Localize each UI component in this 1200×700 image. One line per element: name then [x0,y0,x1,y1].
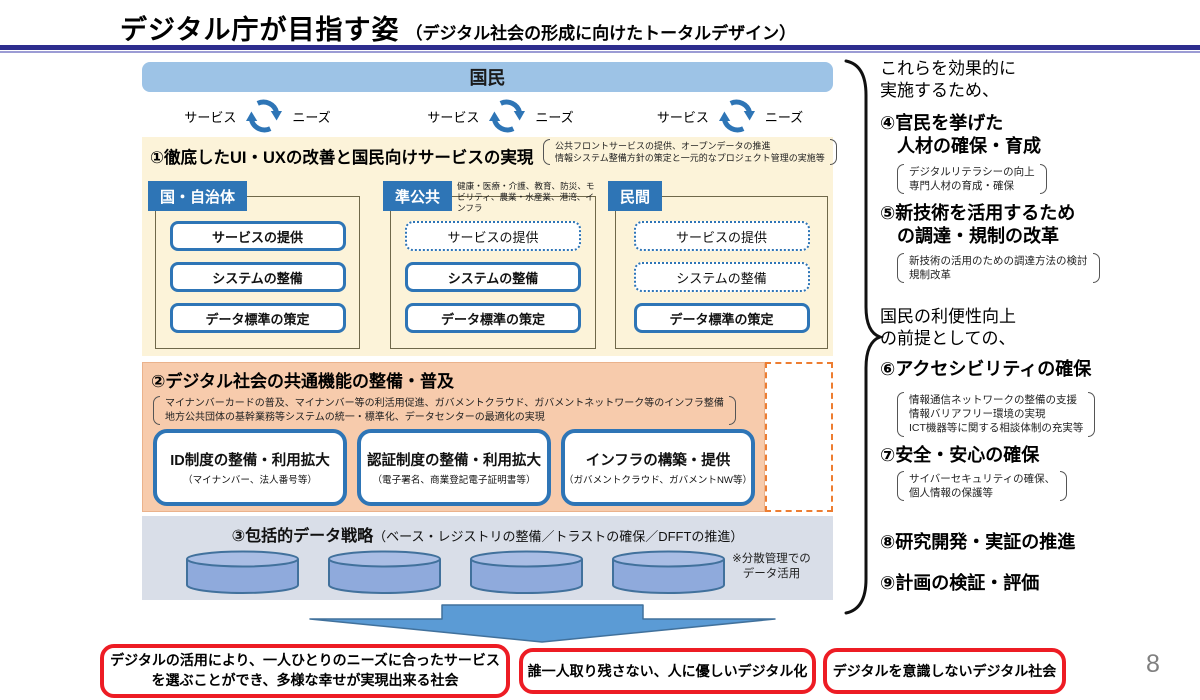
sector-note: 健康・医療・介護、教育、防災、モビリティ、農業・水産業、港湾、インフラ [457,181,595,214]
activity-box: データ標準の策定 [405,303,581,333]
page-subtitle: （デジタル社会の形成に向けたトータルデザイン） [405,24,797,43]
sector-column-government: 国・自治体 サービスの提供 システムの整備 データ標準の策定 [148,181,360,349]
function-box-id: ID制度の整備・利用拡大 （マイナンバー、法人番号等） [153,429,347,506]
page-title: デジタル庁が目指す姿 [120,15,400,45]
service-label: サービス [184,109,237,125]
page-number: 8 [1146,650,1160,678]
activity-box: システムの整備 [633,262,810,292]
item5-title: ⑤新技術を活用するため の調達・規制の改革 [880,203,1076,247]
section2-heading: ②デジタル社会の共通機能の整備・普及 [151,372,455,391]
section2-note: マイナンバーカードの普及、マイナンバー等の利活用促進、ガバメントクラウド、ガバメ… [153,396,736,425]
activity-box: データ標準の策定 [633,303,810,333]
down-arrow-icon [309,604,776,643]
sector-column-semi-public: 準公共 健康・医療・介護、教育、防災、モビリティ、農業・水産業、港湾、インフラ … [383,181,596,349]
goal-banner-1: デジタルの活用により、一人ひとりのニーズに合ったサービス を選ぶことができ、多様… [100,644,510,698]
item9-title: ⑨計画の検証・評価 [880,573,1040,593]
service-label: サービス [427,109,480,125]
sector-label: 民間 [608,181,663,211]
item6-title: ⑥アクセシビリティの確保 [880,359,1092,379]
sector-frame: サービスの提供 システムの整備 データ標準の策定 [615,196,828,349]
activity-box: サービスの提供 [169,221,346,251]
item7-title: ⑦安全・安心の確保 [880,445,1040,465]
activity-box: システムの整備 [169,262,346,292]
section1-heading: ①徹底したUI・UXの改善と国民向けサービスの実現 [150,149,534,167]
sector-frame: サービスの提供 システムの整備 データ標準の策定 [155,196,360,349]
sector-column-private: 民間 サービスの提供 システムの整備 データ標準の策定 [608,181,828,349]
sector-label: 準公共 [383,181,453,211]
item4-title: ④官民を挙げた 人材の確保・育成 [880,113,1041,157]
database-cylinder-icon [612,550,725,594]
cycle-arrows-icon [489,99,526,133]
activity-box: サービスの提供 [633,221,810,251]
needs-label: ニーズ [292,109,331,125]
item6-note: 情報通信ネットワークの整備の支援 情報バリアフリー環境の実現 ICT機器等に関す… [897,392,1095,437]
section3-heading: ③包括的データ戦略（ベース・レジストリの整備／トラストの確保／DFFTの推進） [231,528,744,545]
item7-note: サイバーセキュリティの確保、 個人情報の保護等 [897,471,1067,501]
service-label: サービス [656,109,709,125]
section3-side-note: ※分散管理での データ活用 [732,553,811,580]
service-needs-cycle: サービス ニーズ [625,96,835,136]
header: デジタル庁が目指す姿 （デジタル社会の形成に向けたトータルデザイン） [120,8,796,47]
service-needs-cycle: サービス ニーズ [393,96,608,136]
activity-box: サービスの提供 [405,221,581,251]
section1-note: 公共フロントサービスの提供、オープンデータの推進 情報システム整備方針の策定と一… [543,139,837,165]
item5-note: 新技術の活用のための調達方法の検討 規制改革 [897,253,1100,283]
database-cylinder-icon [186,550,299,594]
section2-dashed-extension [765,362,833,512]
sector-frame: サービスの提供 システムの整備 データ標準の策定 [390,196,596,349]
section1-ui-ux: ①徹底したUI・UXの改善と国民向けサービスの実現 公共フロントサービスの提供、… [142,137,833,356]
sector-label: 国・自治体 [148,181,248,211]
needs-label: ニーズ [764,109,804,125]
function-box-auth: 認証制度の整備・利用拡大 （電子署名、商業登記電子証明書等） [357,429,551,506]
item8-title: ⑧研究開発・実証の推進 [880,532,1076,552]
goal-banner-3: デジタルを意識しないデジタル社会 [823,648,1066,694]
section2-common-functions: ②デジタル社会の共通機能の整備・普及 マイナンバーカードの普及、マイナンバー等の… [142,362,765,512]
cycle-arrows-icon [246,99,283,133]
citizen-bar: 国民 [142,62,833,92]
item4-note: デジタルリテラシーの向上 専門人材の育成・確保 [897,164,1047,194]
right-panel-mid: 国民の利便性向上 の前提としての、 [880,307,1016,349]
activity-box: データ標準の策定 [169,303,346,333]
goal-banner-2: 誰一人取り残さない、人に優しいデジタル化 [519,648,816,694]
function-box-infra: インフラの構築・提供 （ガバメントクラウド、ガバメントNW等） [561,429,755,506]
database-cylinder-icon [328,550,441,594]
curly-brace-icon [844,59,884,615]
title-divider [0,45,1200,53]
section3-data-strategy: ③包括的データ戦略（ベース・レジストリの整備／トラストの確保／DFFTの推進） … [142,516,833,600]
database-cylinder-icon [470,550,583,594]
cycle-arrows-icon [718,99,755,133]
needs-label: ニーズ [535,109,574,125]
activity-box: システムの整備 [405,262,581,292]
right-panel-intro: これらを効果的に 実施するため、 [880,59,1016,101]
service-needs-cycle: サービス ニーズ [150,96,365,136]
